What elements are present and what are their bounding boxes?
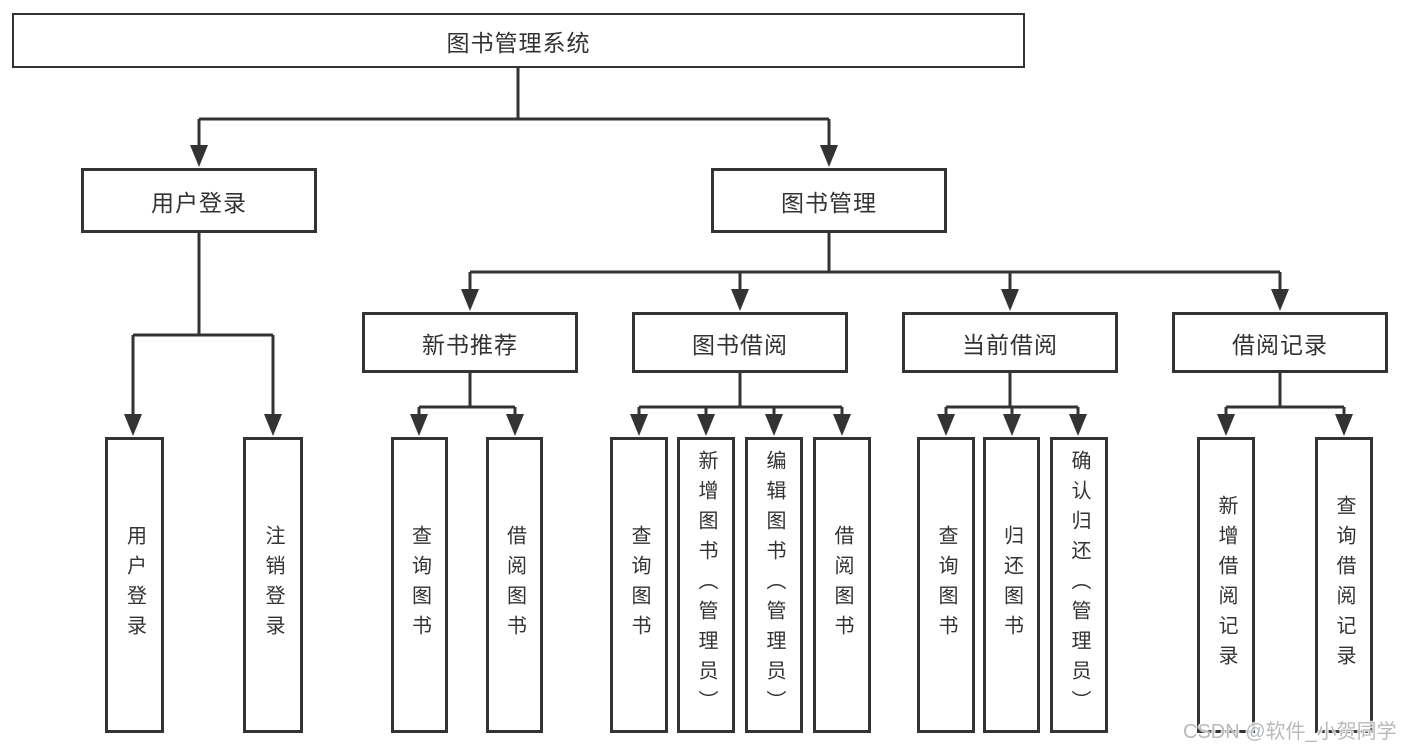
node-library-management-system: 图书管理系统 (12, 13, 1025, 68)
leaf-add-borrow-record: 新增借阅记录 (1197, 437, 1255, 733)
arrowhead-icon (410, 414, 428, 436)
leaf-borrow-books-borrow: 借阅图书 (813, 437, 871, 733)
node-label: 图书管理 (781, 189, 877, 216)
node-label: 新书推荐 (422, 331, 518, 358)
node-borrowing-records: 借阅记录 (1172, 312, 1388, 373)
arrowhead-icon (630, 414, 648, 436)
node-label: 新增借阅记录 (1215, 495, 1237, 675)
leaf-query-books-current: 查询图书 (917, 437, 975, 733)
arrowhead-icon (937, 414, 955, 436)
edge-newbook-to-leaves (417, 373, 517, 416)
leaf-edit-book-admin: 编辑图书（管理员） (745, 437, 803, 733)
arrowhead-icon (1335, 414, 1353, 436)
arrowhead-icon (1001, 289, 1019, 311)
arrowhead-icon (820, 145, 838, 167)
node-label: 借阅记录 (1232, 331, 1328, 358)
node-label: 查询借阅记录 (1333, 495, 1355, 675)
edge-borrowrecord-to-leaves (1224, 373, 1346, 416)
leaf-add-book-admin: 新增图书（管理员） (677, 437, 735, 733)
edge-root-to-level2 (197, 68, 831, 146)
arrowhead-icon (697, 414, 715, 436)
arrowhead-icon (731, 289, 749, 311)
node-label: 借阅图书 (503, 525, 526, 645)
edge-userlogin-to-leaves (131, 233, 275, 416)
node-label: 查询图书 (628, 525, 650, 645)
arrowhead-icon (461, 289, 479, 311)
node-label: 查询图书 (935, 525, 957, 645)
node-label: 图书借阅 (692, 331, 788, 358)
csdn-watermark: CSDN @软件_小贺同学 (1183, 721, 1397, 743)
node-label: 编辑图书（管理员） (763, 450, 785, 720)
edge-bookborrow-to-leaves (637, 373, 844, 416)
arrowhead-icon (124, 414, 142, 436)
node-label: 确认归还（管理员） (1068, 450, 1090, 720)
leaf-confirm-return-admin: 确认归还（管理员） (1050, 437, 1108, 733)
node-label: 归还图书 (1000, 525, 1023, 645)
leaf-borrow-books-recommend: 借阅图书 (486, 437, 543, 733)
node-label: 注销登录 (262, 525, 284, 645)
arrowhead-icon (1003, 414, 1021, 436)
arrowhead-icon (833, 414, 851, 436)
arrowhead-icon (1217, 414, 1235, 436)
node-label: 新增图书（管理员） (695, 450, 717, 720)
leaf-logout: 注销登录 (243, 437, 303, 733)
node-label: 用户登录 (123, 525, 146, 645)
node-label: 借阅图书 (831, 525, 853, 645)
node-label: 用户登录 (151, 189, 247, 216)
node-label: 当前借阅 (962, 331, 1058, 358)
node-book-borrowing: 图书借阅 (632, 312, 848, 373)
leaf-query-books-recommend: 查询图书 (391, 437, 448, 733)
node-label: 图书管理系统 (446, 29, 591, 56)
leaf-user-login: 用户登录 (105, 437, 164, 733)
arrowhead-icon (765, 414, 783, 436)
node-book-management: 图书管理 (711, 168, 947, 233)
arrowhead-icon (1069, 414, 1087, 436)
arrowhead-icon (190, 145, 208, 167)
node-label: 查询图书 (408, 525, 431, 645)
node-new-book-recommendation: 新书推荐 (362, 312, 578, 373)
arrowhead-icon (1271, 289, 1289, 311)
arrowhead-icon (264, 414, 282, 436)
node-current-borrowing: 当前借阅 (902, 312, 1118, 373)
leaf-query-books-borrow: 查询图书 (610, 437, 668, 733)
arrowhead-icon (506, 414, 524, 436)
edge-currentborrow-to-leaves (944, 373, 1080, 416)
leaf-query-borrow-record: 查询借阅记录 (1315, 437, 1373, 733)
node-user-login: 用户登录 (81, 168, 317, 233)
edge-bookmgmt-to-level3 (468, 233, 1282, 291)
leaf-return-book: 归还图书 (983, 437, 1040, 733)
